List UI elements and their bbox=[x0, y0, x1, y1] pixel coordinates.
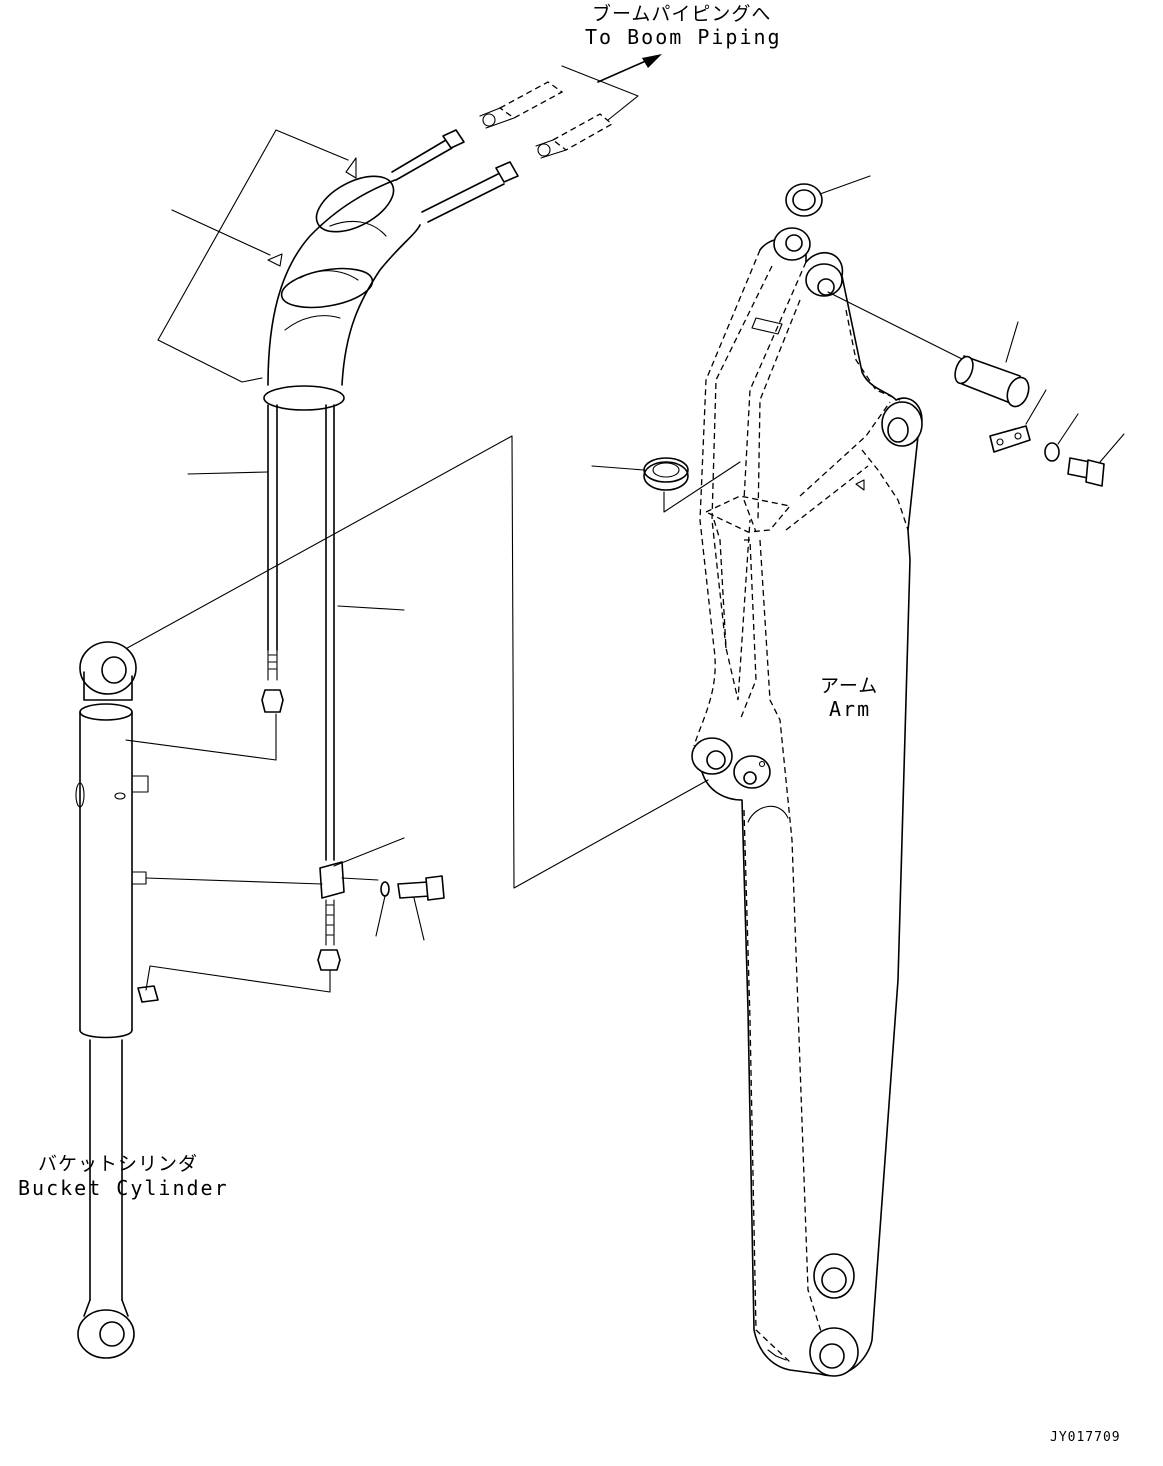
washer-icon bbox=[375, 881, 390, 937]
shim-icon bbox=[785, 175, 871, 217]
arm-label-jp: アーム bbox=[820, 675, 878, 697]
drawing-code: JY017709 bbox=[1050, 1430, 1121, 1445]
boom-piping-label-en: To Boom Piping bbox=[585, 25, 782, 49]
port-line-head bbox=[125, 713, 277, 761]
hose-right bbox=[317, 404, 341, 971]
arrow-icon bbox=[597, 54, 662, 83]
leader-clamp-a bbox=[157, 129, 349, 341]
boom-piping-label-jp: ブームパイピングへ bbox=[592, 2, 771, 25]
boom-connector-upper bbox=[479, 81, 564, 129]
leader-clamp-b bbox=[157, 339, 263, 383]
leader-clamp bbox=[333, 837, 405, 867]
hose-protector bbox=[263, 175, 421, 411]
bucket-cylinder-label-jp: バケットシリンダ bbox=[38, 1153, 198, 1175]
leader-clamp-c bbox=[171, 209, 271, 256]
arm bbox=[691, 227, 923, 1377]
assembly-guide-line bbox=[119, 435, 709, 889]
leader-hose-right bbox=[337, 605, 405, 611]
bucket-cylinder bbox=[75, 641, 159, 1359]
lock-plate-icon bbox=[989, 389, 1047, 453]
clamp-icon bbox=[319, 861, 379, 899]
leader-hose-left bbox=[187, 471, 269, 475]
arm-label-en: Arm bbox=[829, 697, 871, 721]
port-line-mid bbox=[145, 877, 323, 885]
dust-seal-icon bbox=[591, 457, 741, 513]
clamp-icon bbox=[267, 157, 357, 267]
boom-connector-lower bbox=[535, 113, 614, 159]
hose-left bbox=[261, 404, 284, 713]
connector-leader bbox=[561, 65, 639, 121]
pin-icon bbox=[954, 321, 1030, 408]
pin-guide-line bbox=[827, 291, 969, 363]
bucket-cylinder-label-en: Bucket Cylinder bbox=[18, 1176, 229, 1200]
washer-icon bbox=[1044, 413, 1079, 462]
port-line-rod bbox=[145, 965, 331, 993]
bolt-icon bbox=[1067, 433, 1125, 487]
hose-end-upper-1 bbox=[391, 129, 465, 181]
hose-end-upper-2 bbox=[421, 161, 519, 223]
bolt-icon bbox=[397, 875, 445, 941]
